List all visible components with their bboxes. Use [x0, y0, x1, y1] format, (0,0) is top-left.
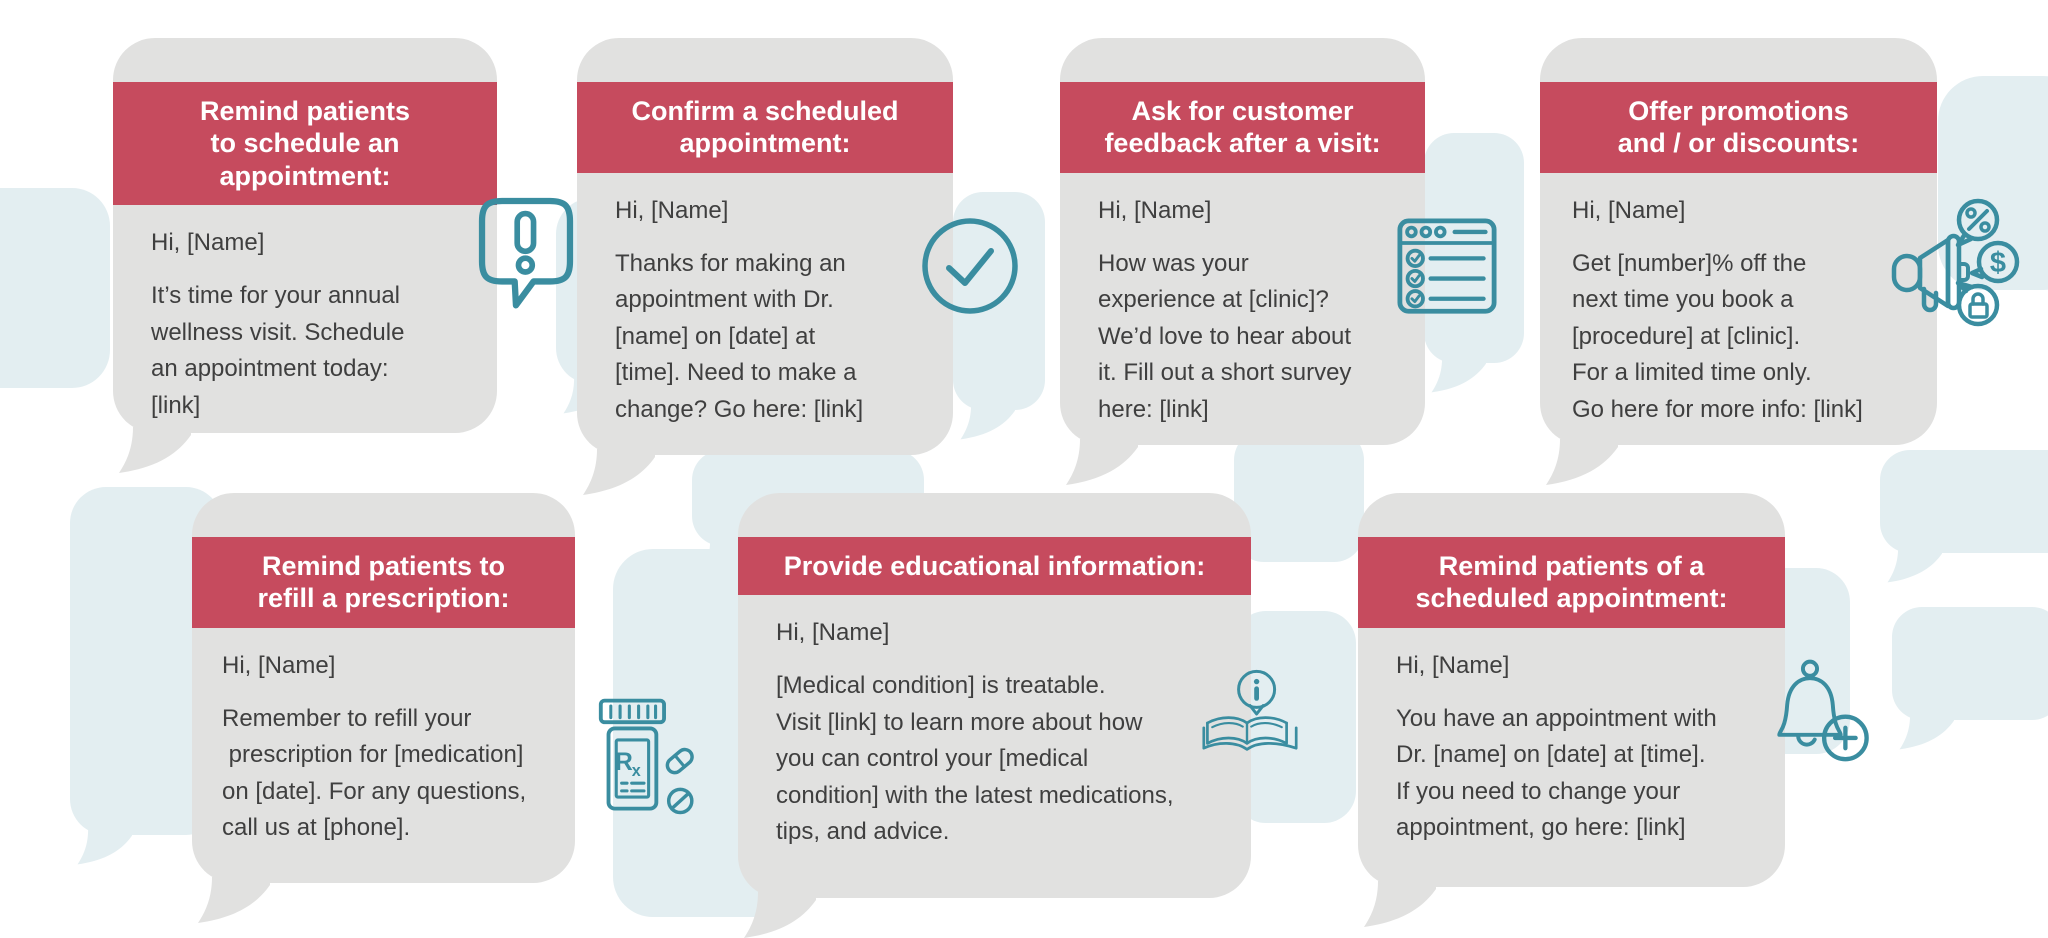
message-card-refill-reminder: Remind patients to refill a prescription… — [192, 493, 694, 923]
card-header: Offer promotions and / or discounts: — [1540, 82, 1937, 173]
message-card-confirm-appointment: Confirm a scheduled appointment: Hi, [Na… — [577, 38, 1018, 495]
background-bubble — [1234, 611, 1356, 823]
message-text: You have an appointment with Dr. [name] … — [1396, 704, 1717, 842]
bell-plus-icon — [1762, 653, 1880, 771]
check-circle-icon — [920, 216, 1020, 316]
message-greeting: Hi, [Name] — [151, 229, 265, 257]
svg-text:x: x — [632, 762, 641, 780]
message-card-promotions: Offer promotions and / or discounts: Hi,… — [1540, 38, 2020, 485]
message-greeting: Hi, [Name] — [1572, 196, 1686, 224]
background-bubble — [1234, 430, 1364, 562]
bubble-tail — [1064, 439, 1138, 485]
card-body: Hi, [Name] It’s time for your annual wel… — [113, 205, 497, 424]
prescription-bottle-icon: R x — [590, 696, 698, 839]
card-header: Remind patients to refill a prescription… — [192, 537, 575, 628]
message-text: [Medical condition] is treatable. Visit … — [776, 672, 1174, 846]
bubble-tail — [76, 829, 132, 865]
message-card-schedule-reminder: Remind patients to schedule an appointme… — [113, 38, 574, 473]
message-text: Get [number]% off the next time you book… — [1572, 249, 1863, 423]
svg-text:R: R — [615, 749, 633, 776]
bubble-tail — [196, 877, 270, 923]
card-body: Hi, [Name] [Medical condition] is treata… — [738, 595, 1251, 850]
message-greeting: Hi, [Name] — [776, 619, 890, 647]
card-body: Hi, [Name] Remember to refill your presc… — [192, 628, 575, 847]
background-bubble — [1892, 607, 2048, 750]
message-card-educational-info: Provide educational information: Hi, [Na… — [738, 493, 1298, 938]
message-greeting: Hi, [Name] — [615, 196, 729, 224]
card-header: Confirm a scheduled appointment: — [577, 82, 953, 173]
book-info-icon — [1199, 663, 1301, 765]
promotion-megaphone-icon: $ — [1891, 198, 2020, 327]
background-bubble — [1880, 450, 2048, 583]
message-greeting: Hi, [Name] — [222, 651, 336, 679]
svg-text:$: $ — [1990, 247, 2006, 279]
bubble-tail — [581, 449, 655, 495]
bubble-tail — [1898, 714, 1954, 750]
message-greeting: Hi, [Name] — [1396, 651, 1510, 679]
message-card-feedback-request: Ask for customer feedback after a visit:… — [1060, 38, 1497, 485]
card-body: Hi, [Name] You have an appointment with … — [1358, 628, 1785, 847]
exclamation-bubble-icon — [477, 196, 575, 322]
card-header: Ask for customer feedback after a visit: — [1060, 82, 1425, 173]
bubble-tail — [1362, 881, 1436, 927]
background-bubble — [0, 188, 110, 388]
message-text: Remember to refill your prescription for… — [222, 704, 527, 842]
message-card-appointment-reminder: Remind patients of a scheduled appointme… — [1358, 493, 1869, 927]
bubble-tail — [742, 892, 816, 938]
card-header: Provide educational information: — [738, 537, 1251, 596]
survey-checklist-icon — [1397, 218, 1497, 314]
card-header: Remind patients of a scheduled appointme… — [1358, 537, 1785, 628]
bubble-tail — [959, 404, 1015, 440]
card-header: Remind patients to schedule an appointme… — [113, 82, 497, 206]
bubble-tail — [1886, 547, 1942, 583]
background-bubble — [1424, 133, 1524, 393]
bubble-tail — [117, 427, 191, 473]
message-text: It’s time for your annual wellness visit… — [151, 282, 405, 419]
message-text: Thanks for making an appointment with Dr… — [615, 249, 864, 423]
bubble-tail — [1430, 357, 1486, 393]
bubble-tail — [1544, 439, 1618, 485]
message-text: How was your experience at [clinic]? We’… — [1098, 249, 1352, 423]
card-body: Hi, [Name] Thanks for making an appointm… — [577, 173, 953, 428]
background-bubble — [1938, 76, 2048, 290]
card-body: Hi, [Name] How was your experience at [c… — [1060, 173, 1425, 428]
card-body: Hi, [Name] Get [number]% off the next ti… — [1540, 173, 1937, 428]
message-greeting: Hi, [Name] — [1098, 196, 1212, 224]
